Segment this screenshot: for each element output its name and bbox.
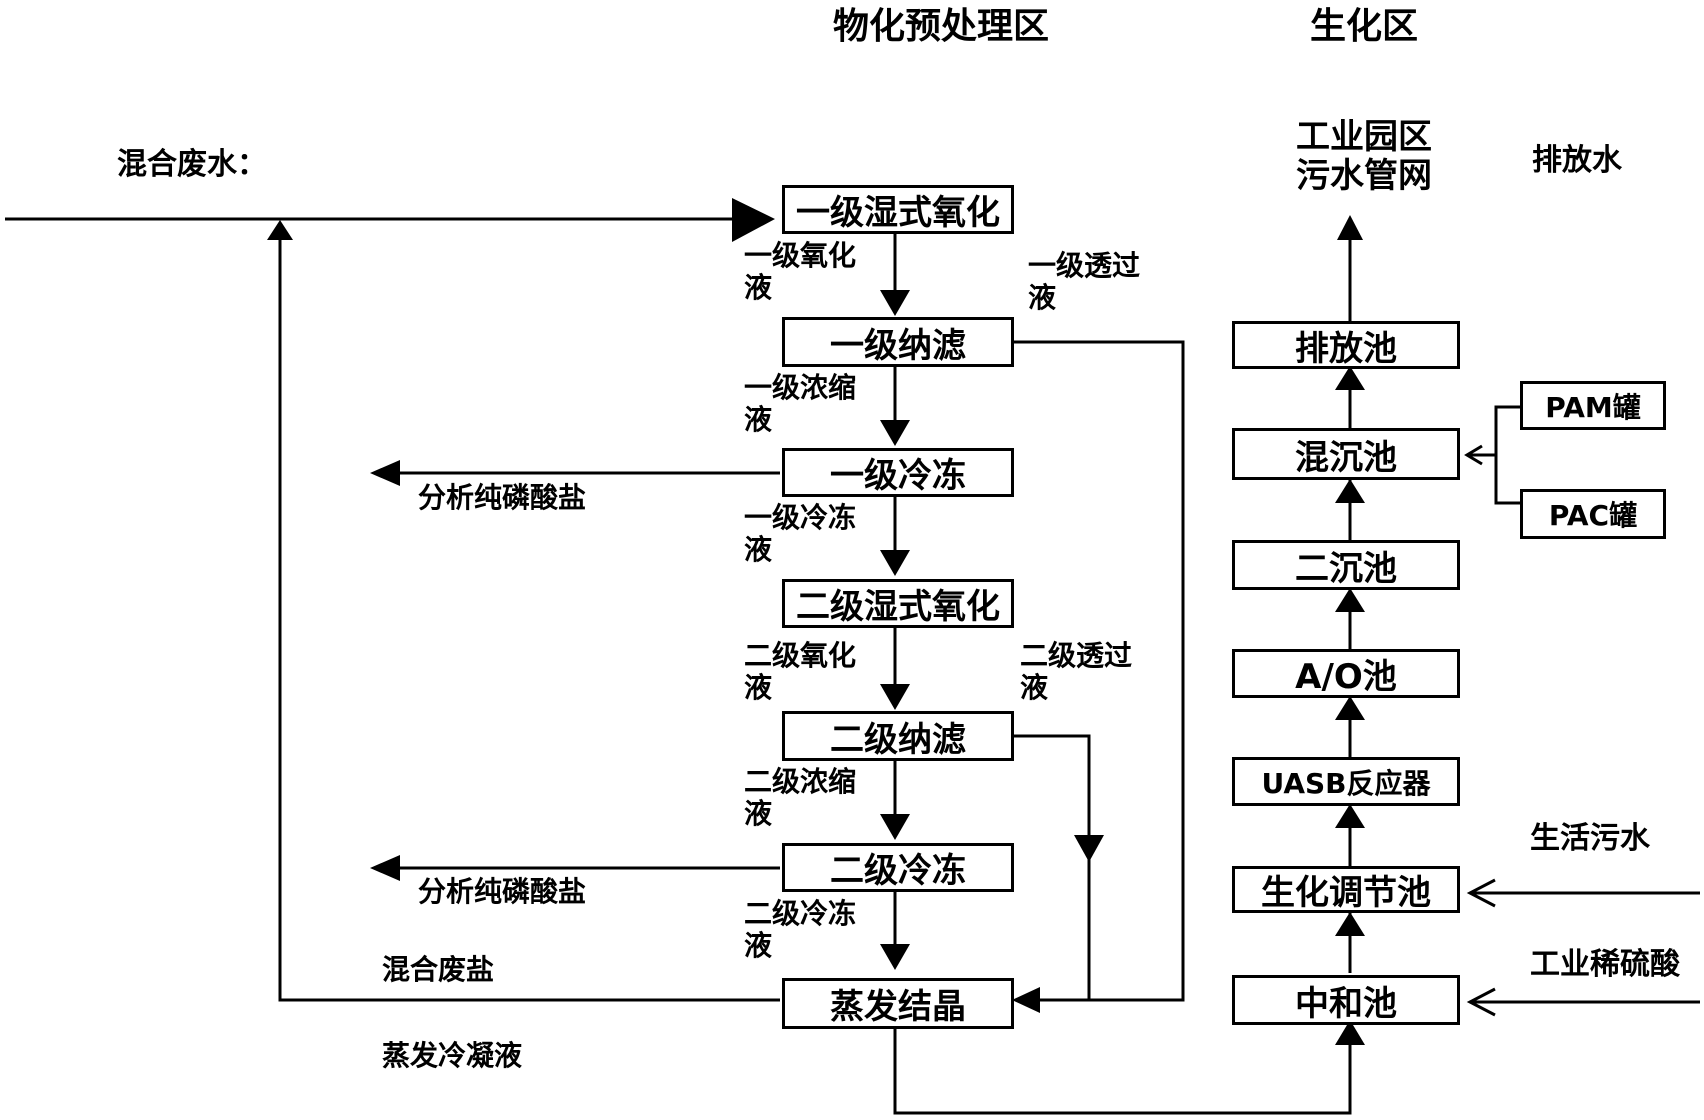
permeate-line-1 (1011, 340, 1185, 1002)
discharge-pool-box: 排放池 (1232, 321, 1460, 369)
arrow-fr2-ev (880, 944, 910, 970)
wet-oxidation-1-box: 一级湿式氧化 (782, 185, 1014, 234)
nanofiltration-2-box: 二级纳滤 (782, 711, 1014, 761)
permeate-line-2 (1013, 734, 1091, 1000)
freezing-1-box: 一级冷冻 (782, 448, 1014, 497)
arrow-dosing (1464, 444, 1483, 466)
arrow-to-dis (1335, 366, 1365, 390)
secondary-clarifier-box: 二沉池 (1232, 540, 1460, 590)
ao-tank-box: A/O池 (1232, 649, 1460, 698)
nanofiltration-1-box: 一级纳滤 (782, 317, 1014, 367)
dilute-acid-label: 工业稀硫酸 (1530, 947, 1680, 982)
arrow-to-neut (1335, 1020, 1365, 1045)
neutralization-pool-box: 中和池 (1232, 975, 1460, 1025)
arrow-to-uasb (1335, 804, 1365, 828)
frozen-liquid-2-label: 二级冷冻液 (744, 897, 857, 963)
arrow-to-sc (1335, 588, 1365, 612)
arrow-fr1-wo2 (880, 550, 910, 576)
park-network-label: 工业园区 污水管网 (1296, 117, 1432, 197)
wet-oxidation-2-box: 二级湿式氧化 (782, 579, 1014, 628)
arrow-recycle (267, 220, 293, 240)
evap-condensate-label: 蒸发冷凝液 (382, 1039, 523, 1072)
arrow-salt-2 (370, 855, 400, 881)
salt-output-1-label: 分析纯磷酸盐 (418, 481, 587, 514)
evaporation-box: 蒸发结晶 (782, 978, 1014, 1029)
arrow-salt-1 (370, 460, 400, 486)
recycle-line (278, 235, 780, 1002)
coagulation-pool-box: 混沉池 (1232, 428, 1460, 480)
condensate-line (893, 1028, 1352, 1115)
arrow-nf1-fr1 (880, 420, 910, 446)
freezing-2-box: 二级冷冻 (782, 843, 1014, 892)
frozen-liquid-1-label: 一级冷冻液 (744, 501, 857, 567)
arrow-permeate-in (1012, 987, 1040, 1013)
pac-tank-box: PAC罐 (1520, 489, 1666, 539)
dosing-bracket (1494, 405, 1520, 505)
salt-output-2-label: 分析纯磷酸盐 (418, 875, 587, 908)
arrow-to-coag (1335, 479, 1365, 503)
arrow-acid (1466, 987, 1496, 1017)
arrow-nf2-fr2 (880, 814, 910, 840)
zone-physchem-heading: 物化预处理区 (833, 6, 1050, 47)
arrow-inlet (732, 198, 775, 242)
arrow-to-ao (1335, 696, 1365, 720)
arrow-sewage (1466, 878, 1496, 908)
permeate-2-label: 二级透过液 (1020, 639, 1133, 705)
oxidized-liquid-1-label: 一级氧化液 (744, 239, 857, 305)
arrow-to-network (1337, 215, 1363, 240)
arrow-to-eq (1335, 912, 1365, 936)
arrow-permeate-2 (1074, 835, 1104, 862)
equalization-pool-box: 生化调节池 (1232, 866, 1460, 913)
concentrate-1-label: 一级浓缩液 (744, 371, 857, 437)
oxidized-liquid-2-label: 二级氧化液 (744, 639, 857, 705)
mixed-waste-salt-label: 混合废盐 (382, 953, 495, 986)
uasb-reactor-box: UASB反应器 (1232, 757, 1460, 806)
concentrate-2-label: 二级浓缩液 (744, 765, 857, 831)
discharge-water-label: 排放水 (1532, 143, 1622, 178)
mixed-wastewater-label: 混合废水： (117, 147, 267, 182)
zone-bio-heading: 生化区 (1310, 6, 1419, 47)
arrow-wo1-nf1 (880, 290, 910, 316)
arrow-wo2-nf2 (880, 684, 910, 710)
pam-tank-box: PAM罐 (1520, 381, 1666, 430)
domestic-sewage-label: 生活污水 (1530, 821, 1650, 856)
permeate-1-label: 一级透过液 (1028, 249, 1141, 315)
